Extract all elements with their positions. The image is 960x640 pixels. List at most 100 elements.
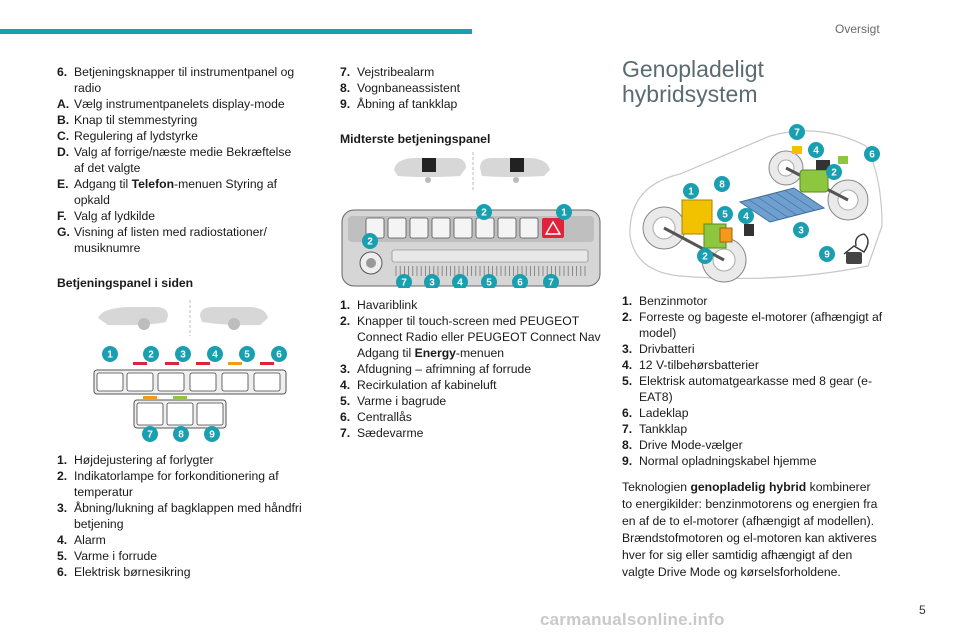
callout-badge <box>424 274 440 288</box>
header-accent-bar <box>0 29 472 34</box>
list-item: 5.Varme i bagrude <box>340 394 447 408</box>
callout-number: 2 <box>481 208 487 219</box>
list-item: 2.Knapper til touch-screen med PEUGEOT C… <box>340 314 601 360</box>
accessory-battery-rear <box>816 160 830 170</box>
list-item: 2.Indikatorlampe for forkonditionering a… <box>57 469 279 499</box>
list-item: 7.Sædevarme <box>340 426 424 440</box>
fan-button <box>409 217 429 239</box>
list-item: 3.Afdugning – afrimning af forrude <box>340 362 532 376</box>
media-button <box>387 217 407 239</box>
callout-number: 2 <box>702 252 708 263</box>
callout-badge <box>271 346 287 362</box>
callout-badge <box>452 274 468 288</box>
child-lock-button <box>253 372 281 392</box>
callout-number: 1 <box>688 187 694 198</box>
callout-badge <box>683 183 699 199</box>
callout-number: 5 <box>486 278 492 288</box>
list-item: F.Valg af lydkilde <box>57 209 156 223</box>
list-item: 9.Normal opladningskabel hjemme <box>622 454 817 468</box>
lane-departure-button <box>136 402 164 426</box>
alarm-button <box>189 372 217 392</box>
list-item: 3.Åbning/lukning af bagklappen med håndf… <box>57 501 302 531</box>
list-item: 1.Højdejustering af forlygter <box>57 453 214 467</box>
callout-badge <box>819 246 835 262</box>
fuel-flap <box>792 146 802 154</box>
charging-cable <box>843 233 869 255</box>
callout-number: 7 <box>401 278 407 288</box>
list-item: 1.Benzinmotor <box>622 294 708 308</box>
list-item: 6.Centrallås <box>340 410 412 424</box>
list-item: 5.Varme i forrude <box>57 549 158 563</box>
callout-badge <box>173 426 189 442</box>
list-item: 1.Havariblink <box>340 298 418 312</box>
center-panel-list: 1.Havariblink 2.Knapper til touch-screen… <box>340 297 602 441</box>
callout-badge <box>717 206 733 222</box>
list-item: 8.Drive Mode-vælger <box>622 438 743 452</box>
list-item: 4.Alarm <box>57 533 106 547</box>
callout-badge <box>481 274 497 288</box>
callout-badge <box>789 124 805 140</box>
callout-badge <box>738 208 754 224</box>
callout-badge <box>362 233 378 249</box>
callout-number: 2 <box>831 168 837 179</box>
control-list-continued: 7.Vejstribealarm 8.Vognbaneassistent 9.Å… <box>340 64 602 112</box>
section-title: Oversigt <box>835 22 880 36</box>
callout-number: 9 <box>209 430 215 441</box>
right-mirror-icon <box>200 307 268 326</box>
callout-badge <box>207 346 223 362</box>
callout-number: 7 <box>147 430 153 441</box>
hybrid-list: 1.Benzinmotor 2.Forreste og bageste el-m… <box>622 293 884 469</box>
callout-number: 5 <box>244 350 250 361</box>
charging-control-box <box>846 252 862 264</box>
callout-badge <box>143 346 159 362</box>
phone-button <box>453 217 473 239</box>
callout-number: 7 <box>548 278 554 288</box>
callout-badge <box>543 274 559 288</box>
hazard-button <box>542 218 564 238</box>
list-item: 6.Betjeningsknapper til instrumentpanel … <box>57 65 295 95</box>
side-panel-list-wrap: 1.Højdejustering af forlygter 2.Indikato… <box>57 452 302 580</box>
list-item: 7.Tankklap <box>622 422 688 436</box>
list-item: B.Knap til stemmestyring <box>57 113 198 127</box>
hybrid-system-title: Genopladeligt hybridsystem <box>622 56 764 107</box>
center-panel-heading: Midterste betjeningspanel <box>340 132 491 146</box>
callout-badge <box>396 274 412 288</box>
nav-button <box>431 217 451 239</box>
callout-number: 2 <box>367 237 373 248</box>
callout-badge <box>697 248 713 264</box>
preconditioning-button <box>126 372 154 392</box>
callout-number: 3 <box>798 226 804 237</box>
callout-number: 4 <box>212 350 218 361</box>
callout-number: 7 <box>794 128 800 139</box>
callout-badge <box>826 164 842 180</box>
callout-badge <box>175 346 191 362</box>
callout-badge <box>239 346 255 362</box>
list-item: 9.Åbning af tankklap <box>340 97 458 111</box>
callout-number: 3 <box>429 278 435 288</box>
callout-number: 4 <box>743 212 749 223</box>
list-item: E.Adgang til Telefon-menuen Styring af o… <box>57 177 278 207</box>
charging-flap <box>838 156 848 164</box>
side-panel-heading: Betjeningspanel i siden <box>57 276 194 290</box>
list-item: C.Regulering af lydstyrke <box>57 129 198 143</box>
callout-number: 8 <box>719 180 725 191</box>
lane-keeping-button <box>166 402 194 426</box>
callout-badge <box>476 204 492 220</box>
callout-badge <box>556 204 572 220</box>
column-3: 1.Benzinmotor 2.Forreste og bageste el-m… <box>622 293 884 581</box>
control-list: 6.Betjeningsknapper til instrumentpanel … <box>57 64 302 256</box>
left-mirror-icon <box>98 307 168 326</box>
list-item: G.Visning af listen med radiostationer/ … <box>57 225 267 255</box>
callout-badge <box>808 142 824 158</box>
fuel-flap-button <box>196 402 224 426</box>
list-item: 2.Forreste og bageste el-motorer (afhæng… <box>622 310 883 340</box>
settings-button <box>519 217 539 239</box>
windscreen-heat-button <box>221 372 249 392</box>
callout-badge <box>714 176 730 192</box>
list-item: 7.Vejstribealarm <box>340 65 435 79</box>
list-item: 5.Elektrisk automatgearkasse med 8 gear … <box>622 374 873 404</box>
list-item: 6.Ladeklap <box>622 406 689 420</box>
page-number: 5 <box>919 603 926 617</box>
side-panel-list: 1.Højdejustering af forlygter 2.Indikato… <box>57 452 302 580</box>
